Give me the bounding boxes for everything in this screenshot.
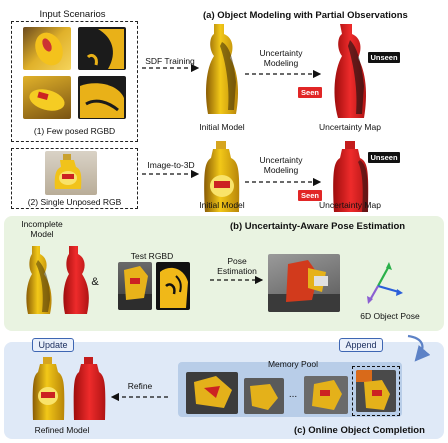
ampersand: &: [91, 276, 99, 288]
pose-result-image: [268, 254, 340, 312]
seen-badge-1: Seen: [298, 87, 322, 98]
rgbd-view-4: [78, 76, 126, 119]
uncertainty-map-1: [334, 24, 366, 118]
memory-frame-3: [304, 376, 348, 414]
uncertainty-map-2: [333, 141, 369, 212]
rgbd-view-1: [23, 27, 71, 70]
incomplete-model-mustard: [26, 246, 52, 314]
memory-ellipsis: ...: [288, 389, 298, 400]
memory-frame-2: [244, 378, 284, 414]
sdf-training-label: SDF Training: [145, 56, 195, 66]
uncertainty-modeling-label-2: Uncertainty Modeling: [259, 155, 303, 175]
pose-estimation-label: Pose Estimation: [217, 256, 257, 276]
few-posed-rgbd-label: (1) Few posed RGBD: [33, 126, 116, 136]
rgbd-view-3: [23, 76, 71, 119]
incomplete-model-uncertainty: [63, 246, 89, 314]
image-to-3d-label: Image-to-3D: [147, 160, 195, 170]
append-label: Append: [339, 338, 383, 352]
rgbd-view-2: [78, 27, 126, 70]
few-posed-rgbd-box: [11, 21, 138, 142]
single-unposed-rgb-box: [11, 148, 138, 209]
uncertainty-map-label-2: Uncertainty Map: [319, 200, 381, 210]
pose-axes-icon: [367, 262, 403, 304]
initial-model-1: [206, 24, 238, 114]
new-frame-box: [352, 366, 400, 416]
uncertainty-modeling-label-1: Uncertainty Modeling: [259, 48, 303, 68]
input-scenarios-label: Input Scenarios: [39, 9, 106, 20]
panel-a-title: (a) Object Modeling with Partial Observa…: [203, 10, 408, 21]
refine-label: Refine: [127, 381, 153, 391]
memory-frame-1: [186, 372, 238, 414]
memory-frame-new: [356, 370, 396, 412]
update-label: Update: [32, 338, 74, 352]
unseen-badge-2: Unseen: [368, 152, 400, 163]
initial-model-label-1: Initial Model: [199, 122, 245, 132]
refined-model-mustard: [32, 357, 65, 420]
single-rgb-photo: [45, 151, 97, 195]
memory-pool-label: Memory Pool: [267, 359, 319, 369]
seen-badge-2: Seen: [298, 190, 322, 201]
refined-model-uncertainty: [73, 357, 106, 420]
panel-c-title: (c) Online Object Completion: [294, 425, 425, 436]
test-rgb-image: [118, 262, 152, 310]
panel-b-title: (b) Uncertainty-Aware Pose Estimation: [230, 221, 406, 232]
test-rgbd-label: Test RGBD: [130, 251, 174, 261]
test-depth-image: [156, 262, 190, 310]
refined-model-label: Refined Model: [34, 425, 90, 435]
unseen-badge-1: Unseen: [368, 52, 400, 63]
uncertainty-map-label-1: Uncertainty Map: [319, 122, 381, 132]
initial-model-label-2: Initial Model: [199, 200, 245, 210]
single-unposed-rgb-label: (2) Single Unposed RGB: [27, 197, 122, 207]
object-pose-label: 6D Object Pose: [360, 311, 420, 321]
incomplete-model-label: Incomplete Model: [21, 219, 63, 239]
initial-model-2: [204, 141, 240, 212]
append-arrow: [407, 334, 431, 362]
